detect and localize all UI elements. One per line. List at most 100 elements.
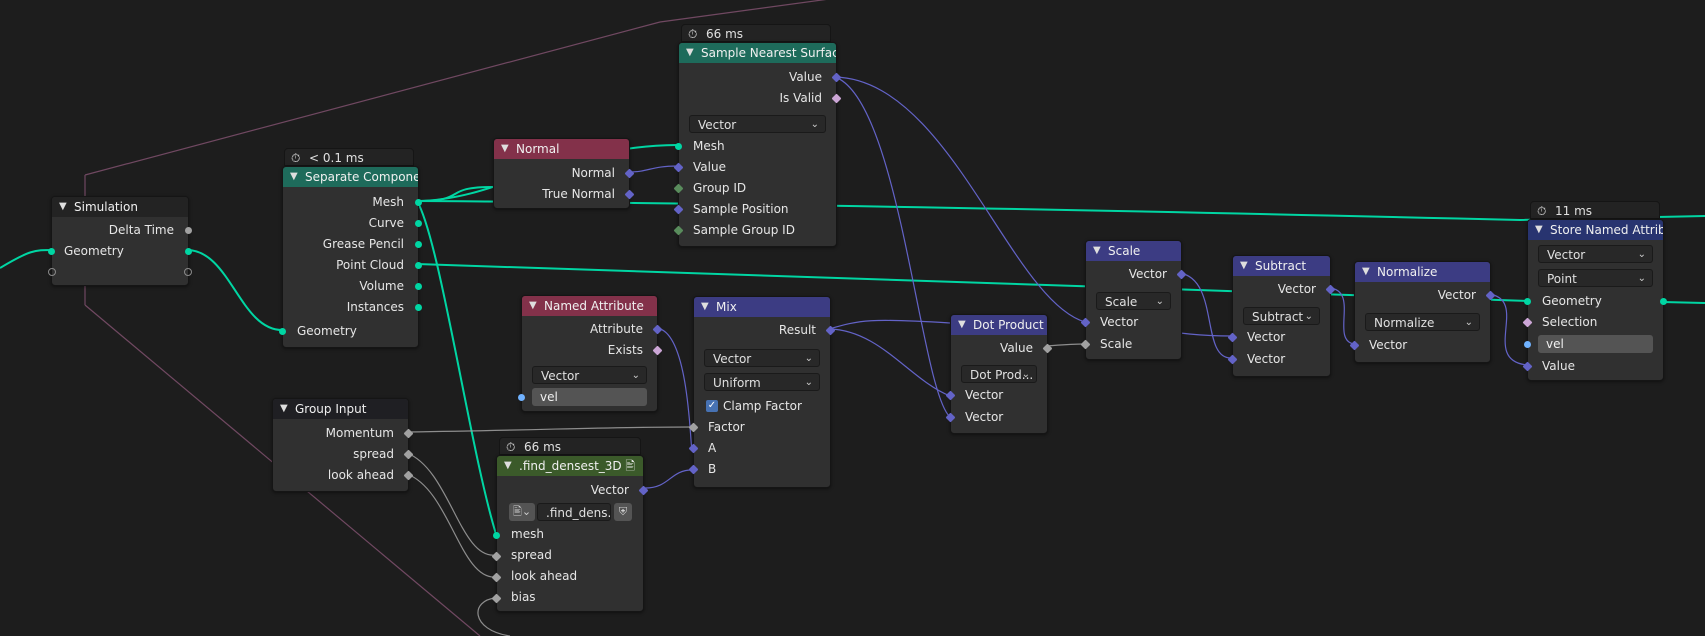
group-node-header[interactable]: ▼.find_densest_3D🖹 [497,456,643,476]
clamp-factor-checkbox[interactable]: ✓ [706,400,718,412]
factor-mode-dropdown[interactable]: Uniform⌄ [704,373,820,391]
vector-out-socket[interactable] [1325,284,1336,295]
name-socket[interactable] [518,394,525,401]
result-socket[interactable] [825,325,836,336]
b-socket[interactable] [688,464,699,475]
named-attribute-header[interactable]: ▼Named Attribute [522,296,657,316]
normalize-node[interactable]: ▼Normalize Vector Normalize⌄ Vector [1349,261,1496,363]
spread-in-socket[interactable] [491,551,502,562]
mesh-in-socket[interactable] [675,143,682,150]
vector-b-socket[interactable] [945,412,956,423]
look-ahead-in-socket[interactable] [491,572,502,583]
value-socket[interactable] [1522,361,1533,372]
geometry-out-socket[interactable] [185,248,192,255]
store-named-attribute-header[interactable]: ▼Store Named Attrib... [1528,220,1663,240]
chevron-down-icon[interactable]: ▼ [686,47,694,58]
is-valid-socket[interactable] [831,93,842,104]
delta-time-socket[interactable] [185,227,192,234]
point-cloud-socket[interactable] [415,262,422,269]
scale-node[interactable]: ▼Scale Vector Scale⌄ Vector Scale [1080,240,1187,360]
sample-nearest-surface-node[interactable]: ▼Sample Nearest Surface Value Is Valid V… [673,42,842,247]
instances-socket[interactable] [415,304,422,311]
mesh-in-socket[interactable] [493,532,500,539]
vector-out-socket[interactable] [1176,269,1187,280]
value-in-socket[interactable] [673,162,684,173]
chevron-down-icon[interactable]: ▼ [1240,260,1248,271]
subtract-node[interactable]: ▼Subtract Vector Subtract⌄ Vector Vector [1227,255,1336,377]
chevron-down-icon[interactable]: ▼ [1362,266,1370,277]
geometry-in-socket[interactable] [48,248,55,255]
operation-dropdown[interactable]: Scale⌄ [1096,292,1171,310]
empty-in-socket[interactable] [48,268,56,276]
separate-components-node[interactable]: ▼Separate Compone... Mesh Curve Grease P… [279,166,422,348]
group-id-socket[interactable] [673,183,684,194]
attribute-name-field[interactable]: vel [1538,335,1653,353]
vector-in-socket[interactable] [1080,317,1091,328]
sample-group-id-socket[interactable] [673,225,684,236]
vector-a-socket[interactable] [1227,332,1238,343]
curve-socket[interactable] [415,220,422,227]
simulation-output-node[interactable]: ▼Simulation Delta Time Geometry [48,196,192,286]
value-out-socket[interactable] [831,72,842,83]
geometry-in-socket[interactable] [1524,298,1531,305]
mesh-socket[interactable] [415,199,422,206]
normal-socket[interactable] [624,168,635,179]
momentum-socket[interactable] [403,428,414,439]
sample-node-header[interactable]: ▼Sample Nearest Surface [679,43,836,63]
chevron-down-icon[interactable]: ▼ [701,301,709,312]
spread-socket[interactable] [403,449,414,460]
data-type-dropdown[interactable]: Vector⌄ [704,349,820,367]
look-ahead-socket[interactable] [403,470,414,481]
vector-out-socket[interactable] [1485,290,1496,301]
vector-a-socket[interactable] [945,390,956,401]
dot-product-header[interactable]: ▼Dot Product [951,315,1047,335]
mix-node[interactable]: ▼Mix Result Vector⌄ Uniform⌄ ✓ Clamp Fac… [688,296,836,488]
chevron-down-icon[interactable]: ▼ [529,300,537,311]
exists-socket[interactable] [652,345,663,356]
separate-node-header[interactable]: ▼Separate Compone... [283,167,418,187]
operation-dropdown[interactable]: Subtract⌄ [1243,307,1320,325]
chevron-down-icon[interactable]: ▼ [501,143,509,154]
chevron-down-icon[interactable]: ▼ [958,319,966,330]
dot-product-node[interactable]: ▼Dot Product Value Dot Prod...⌄ Vector V… [945,314,1053,434]
group-input-header[interactable]: ▼Group Input [273,399,408,419]
vector-in-socket[interactable] [1349,340,1360,351]
data-type-dropdown[interactable]: Vector⌄ [689,115,826,133]
store-named-attribute-node[interactable]: ▼Store Named Attrib... Vector⌄ Point⌄ Ge… [1522,219,1667,381]
attribute-socket[interactable] [652,324,663,335]
sample-position-socket[interactable] [673,204,684,215]
subtract-header[interactable]: ▼Subtract [1233,256,1330,276]
fake-user-shield-icon[interactable]: ⛨ [614,503,632,521]
chevron-down-icon[interactable]: ▼ [1535,224,1543,235]
volume-socket[interactable] [415,283,422,290]
group-input-node[interactable]: ▼Group Input Momentum spread look ahead [272,398,414,492]
chevron-down-icon[interactable]: ▼ [280,403,288,414]
data-type-dropdown[interactable]: Vector⌄ [1538,245,1653,263]
chevron-down-icon[interactable]: ▼ [290,171,298,182]
name-socket[interactable] [1524,341,1531,348]
operation-dropdown[interactable]: Dot Prod...⌄ [961,365,1037,383]
chevron-down-icon[interactable]: ▼ [504,460,512,471]
node-group-browse-icon[interactable]: 🖹⌄ [509,503,535,521]
scale-header[interactable]: ▼Scale [1086,241,1181,261]
node-group-name-field[interactable]: .find_dens... [537,503,611,521]
selection-socket[interactable] [1522,317,1533,328]
a-socket[interactable] [688,443,699,454]
true-normal-socket[interactable] [624,189,635,200]
named-attribute-node[interactable]: ▼Named Attribute Attribute Exists Vector… [518,295,663,412]
operation-dropdown[interactable]: Normalize⌄ [1365,313,1480,331]
mix-node-header[interactable]: ▼Mix [694,297,830,317]
factor-socket[interactable] [688,422,699,433]
attribute-name-field[interactable]: vel [532,388,647,406]
chevron-down-icon[interactable]: ▼ [1093,245,1101,256]
normal-node[interactable]: ▼Normal Normal True Normal [493,138,635,209]
scale-socket[interactable] [1080,339,1091,350]
normalize-header[interactable]: ▼Normalize [1355,262,1490,282]
geometry-out-socket[interactable] [1660,298,1667,305]
normal-node-header[interactable]: ▼Normal [494,139,629,159]
empty-out-socket[interactable] [184,268,192,276]
find-densest-3d-node[interactable]: ▼.find_densest_3D🖹 Vector 🖹⌄ .find_dens.… [491,455,649,612]
data-type-dropdown[interactable]: Vector⌄ [532,366,647,384]
geometry-in-socket[interactable] [279,328,286,335]
